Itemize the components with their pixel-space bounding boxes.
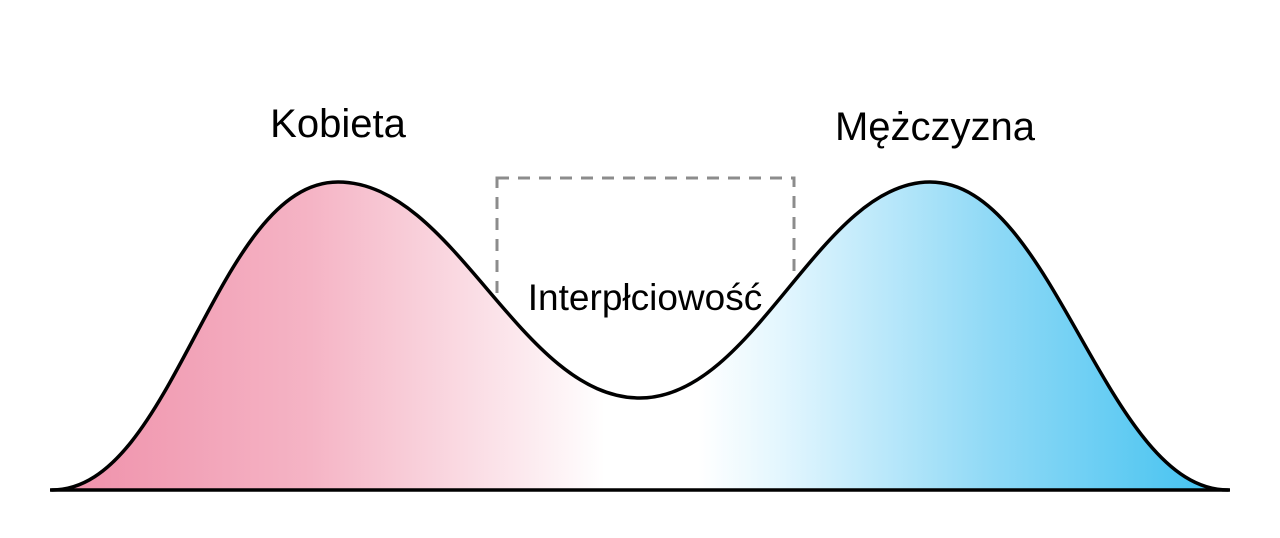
- distribution-area-fill: [52, 182, 1228, 490]
- label-female: Kobieta: [270, 102, 406, 146]
- label-male: Mężczyzna: [835, 105, 1036, 149]
- label-intersex: Interpłciowość: [528, 277, 762, 318]
- distribution-curve: [50, 180, 1230, 492]
